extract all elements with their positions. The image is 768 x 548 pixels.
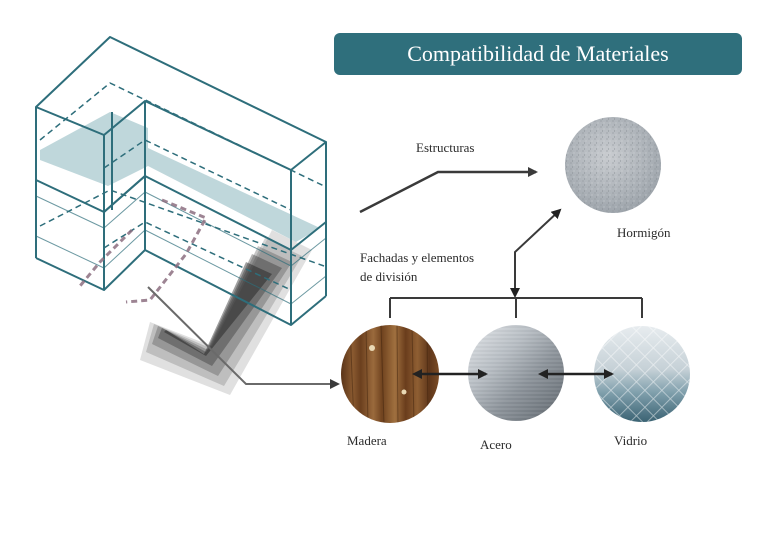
label-fachadas-line2: de división [360,269,418,284]
label-estructuras: Estructuras [416,140,475,155]
arrow-to-madera [147,286,340,389]
madera-circle [341,325,439,423]
floor-slab [40,112,320,242]
arrow-estructuras [359,167,538,214]
arrow-hormigon-bracket [510,208,562,298]
label-vidrio: Vidrio [614,433,648,448]
dashed-route [78,198,209,304]
diagram-title: Compatibilidad de Materiales [334,33,742,75]
hormigon-circle [565,117,661,213]
label-hormigon: Hormigón [617,225,671,240]
shadow-shape [140,230,312,395]
label-fachadas-line1: Fachadas y elementos [360,250,475,265]
building-wireframe [35,36,327,326]
label-acero: Acero [480,437,512,452]
bracket [389,297,643,318]
label-madera: Madera [347,433,387,448]
